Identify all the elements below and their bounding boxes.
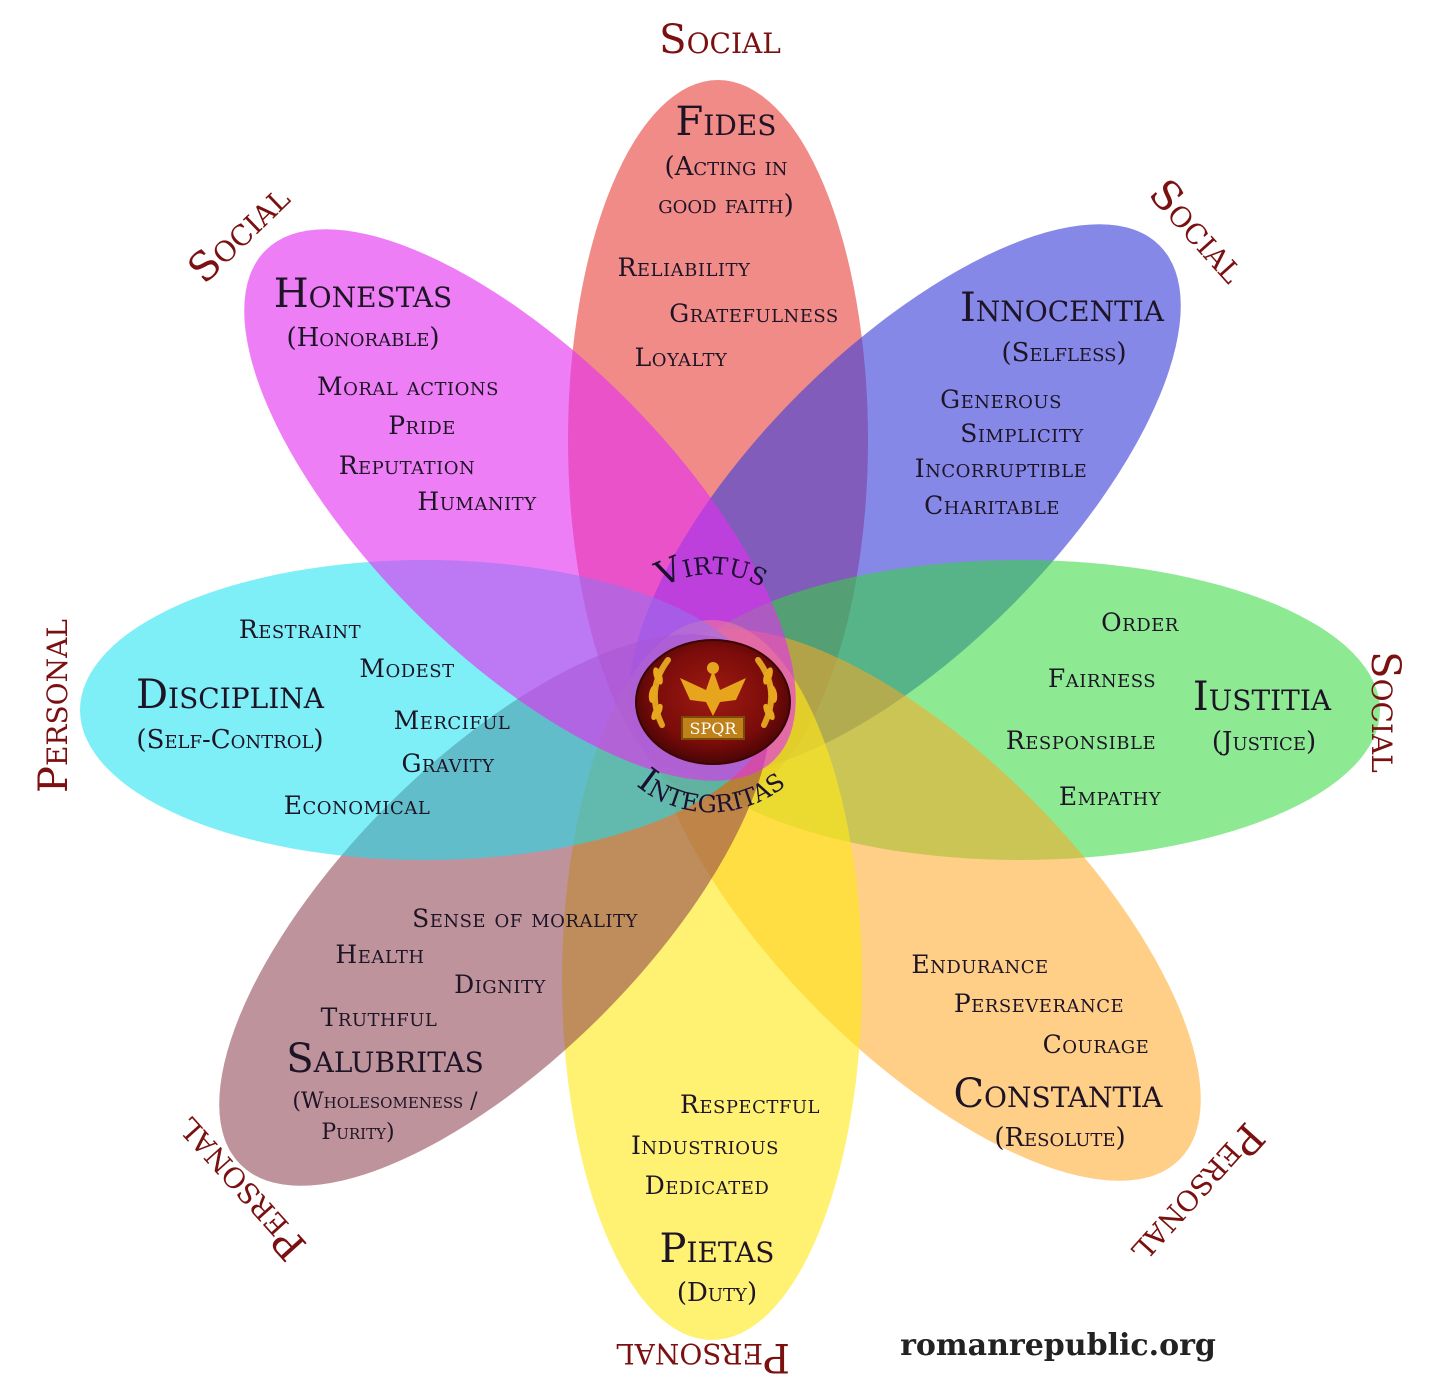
eagle-icon [680,662,746,716]
disciplina-trait: Modest [359,654,454,683]
disciplina-trait: Gravity [401,749,495,778]
salubritas-trait: Truthful [321,1003,438,1032]
salubritas-subtitle-2: Purity) [321,1120,394,1145]
fides-trait: Loyalty [635,343,728,372]
innocentia-trait: Charitable [924,491,1060,520]
pietas-name: Pietas [660,1226,775,1272]
innocentia-text: Innocentia (Selfless) Generous Simplicit… [915,285,1165,520]
iustitia-trait: Fairness [1048,664,1156,693]
fides-trait: Gratefulness [669,299,839,328]
salubritas-text: Sense of morality Health Dignity Truthfu… [286,904,638,1145]
honestas-trait: Pride [388,411,456,440]
fides-subtitle-2: good faith) [658,190,793,220]
innocentia-trait: Simplicity [960,419,1084,448]
iustitia-subtitle: (Justice) [1212,727,1316,757]
salubritas-trait: Health [335,940,424,969]
fides-subtitle-1: (Acting in [664,152,787,182]
honestas-trait: Humanity [417,487,537,516]
innocentia-name: Innocentia [960,285,1165,331]
honestas-subtitle: (Honorable) [286,323,439,353]
iustitia-text: Order Fairness Responsible Empathy Iusti… [1006,608,1332,811]
constantia-subtitle: (Resolute) [994,1123,1125,1153]
spqr-text: SPQR [690,719,738,738]
constantia-trait: Courage [1043,1030,1150,1059]
category-label-social: Social [659,17,781,63]
pietas-text: Respectful Industrious Dedicated Pietas … [631,1090,820,1308]
salubritas-subtitle-1: (Wholesomeness / [292,1089,478,1114]
spqr-plaque [681,716,745,740]
fides-text: Fides (Acting in good faith) Reliability… [618,99,839,372]
honestas-name: Honestas [274,271,453,317]
fides-trait: Reliability [618,253,751,282]
pietas-subtitle: (Duty) [677,1278,757,1308]
innocentia-trait: Incorruptible [915,454,1087,483]
disciplina-trait: Restraint [239,615,361,644]
disciplina-text: Restraint Modest Disciplina (Self-Contro… [136,615,510,820]
constantia-trait: Perseverance [954,989,1124,1018]
honestas-trait: Reputation [339,451,476,480]
salubritas-trait: Sense of morality [412,904,638,933]
constantia-text: Endurance Perseverance Courage Constanti… [911,950,1163,1153]
honestas-text: Honestas (Honorable) Moral actions Pride… [274,271,537,516]
iustitia-trait: Order [1101,608,1179,637]
petal-honestas [244,229,796,781]
category-label-social: Social [1362,651,1408,773]
center-emblem: SPQR [635,639,791,765]
innocentia-trait: Generous [940,385,1062,414]
honestas-trait: Moral actions [317,372,499,401]
pietas-trait: Respectful [680,1090,820,1119]
salubritas-trait: Dignity [454,970,546,999]
disciplina-trait: Merciful [394,706,511,735]
pietas-trait: Dedicated [645,1171,770,1200]
salubritas-name: Salubritas [286,1036,484,1082]
fides-name: Fides [676,99,777,145]
category-label-personal: Personal [616,1334,790,1380]
constantia-trait: Endurance [911,950,1048,979]
iustitia-trait: Responsible [1006,726,1156,755]
innocentia-subtitle: (Selfless) [1001,338,1126,368]
site-credit: romanrepublic.org [900,1328,1216,1363]
pietas-trait: Industrious [631,1131,779,1160]
iustitia-name: Iustitia [1193,674,1332,720]
disciplina-trait: Economical [284,791,431,820]
constantia-name: Constantia [953,1071,1163,1117]
laurel-leaves [648,667,778,721]
disciplina-subtitle: (Self-Control) [136,725,323,755]
petals [80,80,1380,1340]
category-label-personal: Personal [31,619,77,793]
disciplina-name: Disciplina [136,672,325,718]
iustitia-trait: Empathy [1059,782,1162,811]
